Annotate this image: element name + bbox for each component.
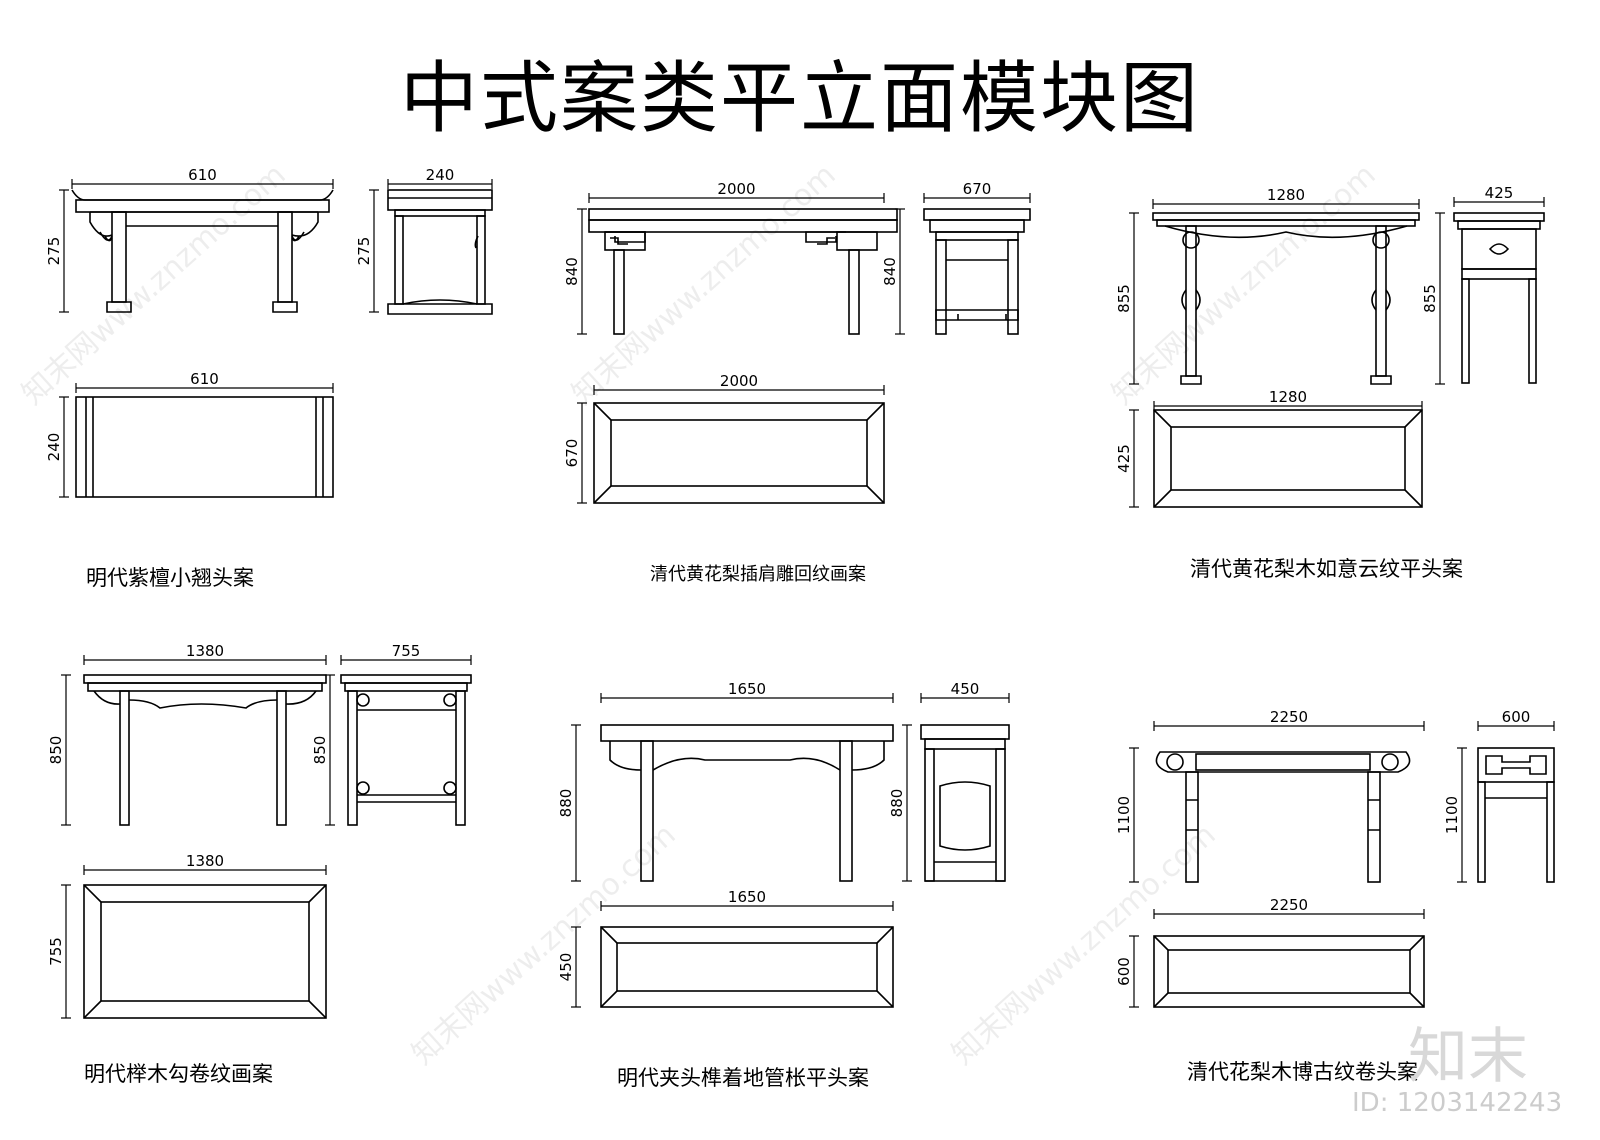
module-1-front-elevation: [71, 189, 334, 313]
module-6-caption: 清代花梨木博古纹卷头案: [1187, 1060, 1418, 1084]
module-4: [83, 674, 472, 1019]
module-2-side-height-dim-label: 840: [881, 257, 899, 286]
module-1-side-depth-dim-label: 240: [426, 166, 455, 184]
module-3-plan-width-dim-label: 1280: [1269, 388, 1307, 406]
module-5-plan-depth-dim-label: 450: [557, 953, 575, 982]
module-1-side-elevation: [387, 189, 493, 315]
module-4-side-elevation: [340, 674, 472, 826]
module-3-front-width-dim-label: 1280: [1267, 186, 1305, 204]
module-2-front-width-dim-label: 2000: [717, 180, 755, 198]
module-4-side-height-dim-label: 850: [311, 736, 329, 765]
module-1-side-height-dim-label: 275: [355, 237, 373, 266]
module-2-caption: 清代黄花梨插肩雕回纹画案: [650, 564, 866, 585]
module-3-side-elevation: [1453, 212, 1545, 384]
module-4-front-width-dim-label: 1380: [186, 642, 224, 660]
module-1-plan: [75, 396, 334, 498]
module-1-plan-depth-dim-label: 240: [45, 433, 63, 462]
module-6-side-depth-dim-label: 600: [1502, 708, 1531, 726]
module-1: [71, 189, 493, 498]
module-1-plan-width-dim-label: 610: [190, 370, 219, 388]
module-2-side-depth-dim-label: 670: [963, 180, 992, 198]
module-5-caption: 明代夹头榫着地管枨平头案: [617, 1066, 869, 1090]
module-3-front-elevation: [1152, 212, 1420, 385]
module-5-side-depth-dim-label: 450: [951, 680, 980, 698]
module-5-plan-width-dim-label: 1650: [728, 888, 766, 906]
module-6: [1153, 747, 1555, 1008]
module-2-front-height-dim-label: 840: [563, 257, 581, 286]
module-6-side-height-dim-label: 1100: [1443, 796, 1461, 834]
module-2-plan-depth-dim-label: 670: [563, 439, 581, 468]
module-4-caption: 明代榉木勾卷纹画案: [84, 1062, 273, 1086]
module-1-front-height-dim-label: 275: [45, 237, 63, 266]
module-5-front-width-dim-label: 1650: [728, 680, 766, 698]
module-4-front-elevation: [83, 674, 327, 826]
module-3-side-depth-dim-label: 425: [1485, 184, 1514, 202]
module-1-caption: 明代紫檀小翘头案: [86, 566, 254, 590]
module-5-side-height-dim-label: 880: [888, 789, 906, 818]
module-2-front-elevation: [588, 208, 898, 335]
module-6-plan-depth-dim-label: 600: [1115, 957, 1133, 986]
module-6-front-elevation: [1155, 751, 1411, 883]
dimension-lines: 610 240 275 275 610 240 2000 670 840 840 2000 670 12…: [45, 166, 1555, 1019]
module-3-side-height-dim-label: 855: [1421, 284, 1439, 313]
module-4-plan: [83, 884, 327, 1019]
watermark-id: ID: 1203142243: [1352, 1088, 1563, 1118]
module-2: [588, 208, 1031, 504]
module-6-front-height-dim-label: 1100: [1115, 796, 1133, 834]
module-5: [600, 724, 1010, 1008]
module-4-front-height-dim-label: 850: [47, 736, 65, 765]
module-2-plan: [593, 402, 885, 504]
module-4-side-depth-dim-label: 755: [392, 642, 421, 660]
module-5-front-height-dim-label: 880: [557, 789, 575, 818]
module-4-plan-width-dim-label: 1380: [186, 852, 224, 870]
sheet-title: 中式案类平立面模块图: [399, 54, 1200, 144]
module-3-front-height-dim-label: 855: [1115, 284, 1133, 313]
module-4-plan-depth-dim-label: 755: [47, 937, 65, 966]
module-5-plan: [600, 926, 894, 1008]
module-3-plan-depth-dim-label: 425: [1115, 444, 1133, 473]
module-3: [1152, 212, 1545, 508]
module-3-plan: [1153, 409, 1423, 508]
module-3-caption: 清代黄花梨木如意云纹平头案: [1190, 557, 1463, 581]
module-6-plan: [1153, 935, 1425, 1008]
module-6-side-elevation: [1477, 747, 1555, 883]
module-6-front-width-dim-label: 2250: [1270, 708, 1308, 726]
module-2-plan-width-dim-label: 2000: [720, 372, 758, 390]
module-6-plan-width-dim-label: 2250: [1270, 896, 1308, 914]
module-5-side-elevation: [920, 724, 1010, 882]
module-2-side-elevation: [923, 208, 1031, 335]
watermark-logo: 知末: [1408, 1022, 1528, 1092]
module-1-front-width-dim-label: 610: [188, 166, 217, 184]
module-5-front-elevation: [600, 724, 894, 882]
